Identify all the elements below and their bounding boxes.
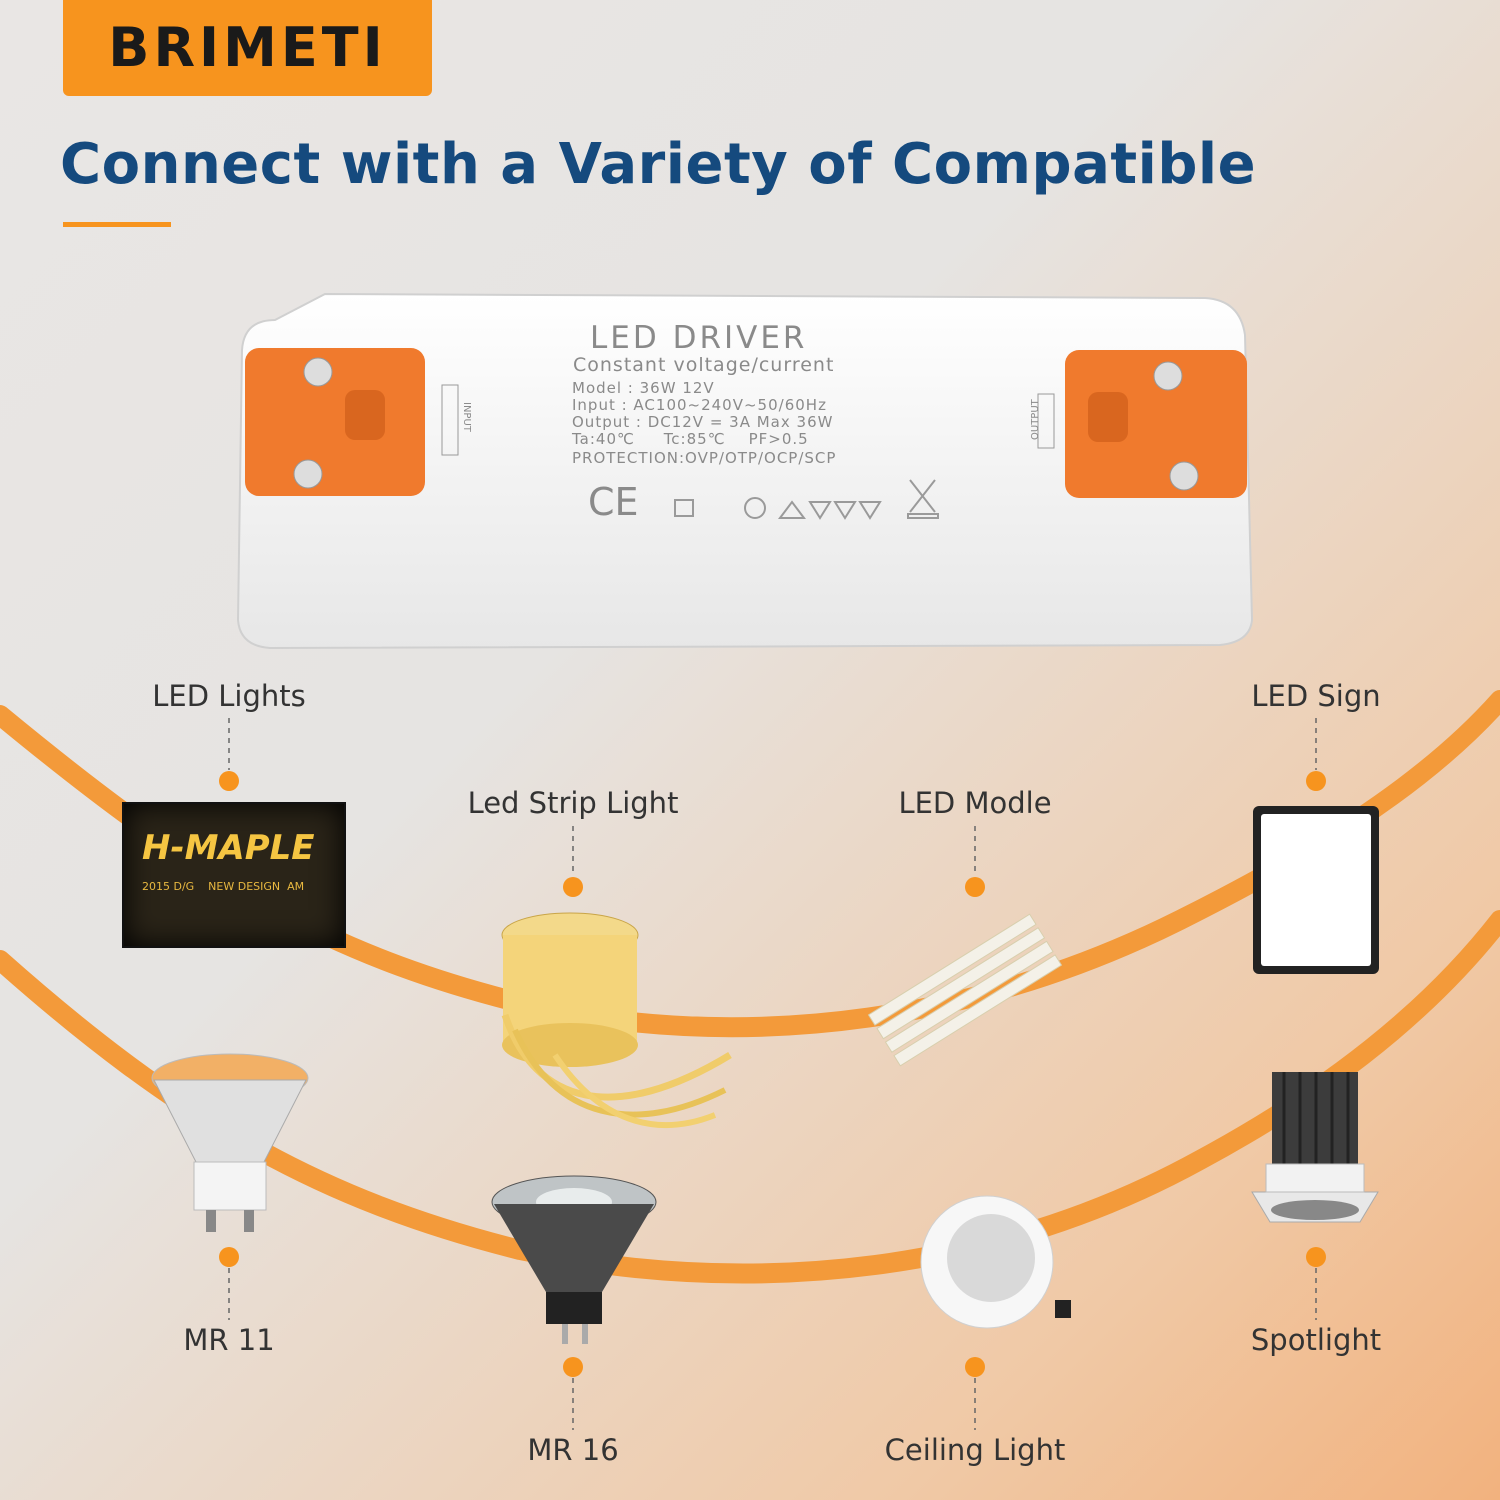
connector-dot [1306, 771, 1326, 791]
mr11-image [151, 1053, 309, 1232]
led-sign-image [1253, 806, 1379, 974]
label-mr11: MR 11 [183, 1323, 275, 1357]
connector-dot [965, 1357, 985, 1377]
label-spotlight: Spotlight [1250, 1323, 1382, 1357]
output-terminal [1065, 350, 1247, 498]
spotlight-image [1251, 1072, 1379, 1223]
connector-dot [563, 1357, 583, 1377]
led-strip-light-image [501, 912, 732, 1128]
driver-spec-temp: Ta:40℃ Tc:85℃ PF>0.5 [572, 430, 809, 448]
output-label: OUTPUT [1030, 399, 1041, 440]
driver-spec-input: Input : AC100~240V~50/60Hz [572, 396, 827, 414]
label-led-module: LED Modle [898, 786, 1052, 820]
label-led-lights: LED Lights [152, 679, 306, 713]
ceiling-light-image [920, 1195, 1071, 1329]
driver-spec-output: Output : DC12V = 3A Max 36W [572, 413, 834, 431]
connector-dot [563, 877, 583, 897]
led-lights-image: H-MAPLE 2015 D/G NEW DESIGN AM [122, 802, 346, 948]
connector-dot [219, 1247, 239, 1267]
input-label: INPUT [461, 402, 472, 432]
label-ceiling-light: Ceiling Light [884, 1433, 1066, 1467]
mr16-image [491, 1175, 657, 1344]
driver-subtitle: Constant voltage/current [573, 354, 835, 376]
ce-mark: CE [588, 480, 639, 524]
connector-dot [219, 771, 239, 791]
sign-title: H-MAPLE [142, 828, 315, 868]
title-underline [63, 222, 171, 227]
driver-spec-protection: PROTECTION:OVP/OTP/OCP/SCP [572, 449, 837, 467]
brand-logo: BRIMETI [63, 0, 432, 96]
brand-logo-text: BRIMETI [108, 16, 387, 79]
driver-title: LED DRIVER [590, 320, 808, 356]
page-title: Connect with a Variety of Compatible [60, 132, 1257, 197]
label-led-strip-light: Led Strip Light [467, 786, 679, 820]
label-led-sign: LED Sign [1251, 679, 1381, 713]
driver-spec-model: Model : 36W 12V [572, 379, 715, 397]
connector-dot [1306, 1247, 1326, 1267]
connector-dot [965, 877, 985, 897]
label-mr16: MR 16 [527, 1433, 619, 1467]
led-driver-image [236, 292, 1254, 650]
input-terminal [245, 348, 425, 496]
led-module-image [867, 913, 1063, 1067]
sign-subtitle: 2015 D/G NEW DESIGN AM [142, 880, 305, 893]
